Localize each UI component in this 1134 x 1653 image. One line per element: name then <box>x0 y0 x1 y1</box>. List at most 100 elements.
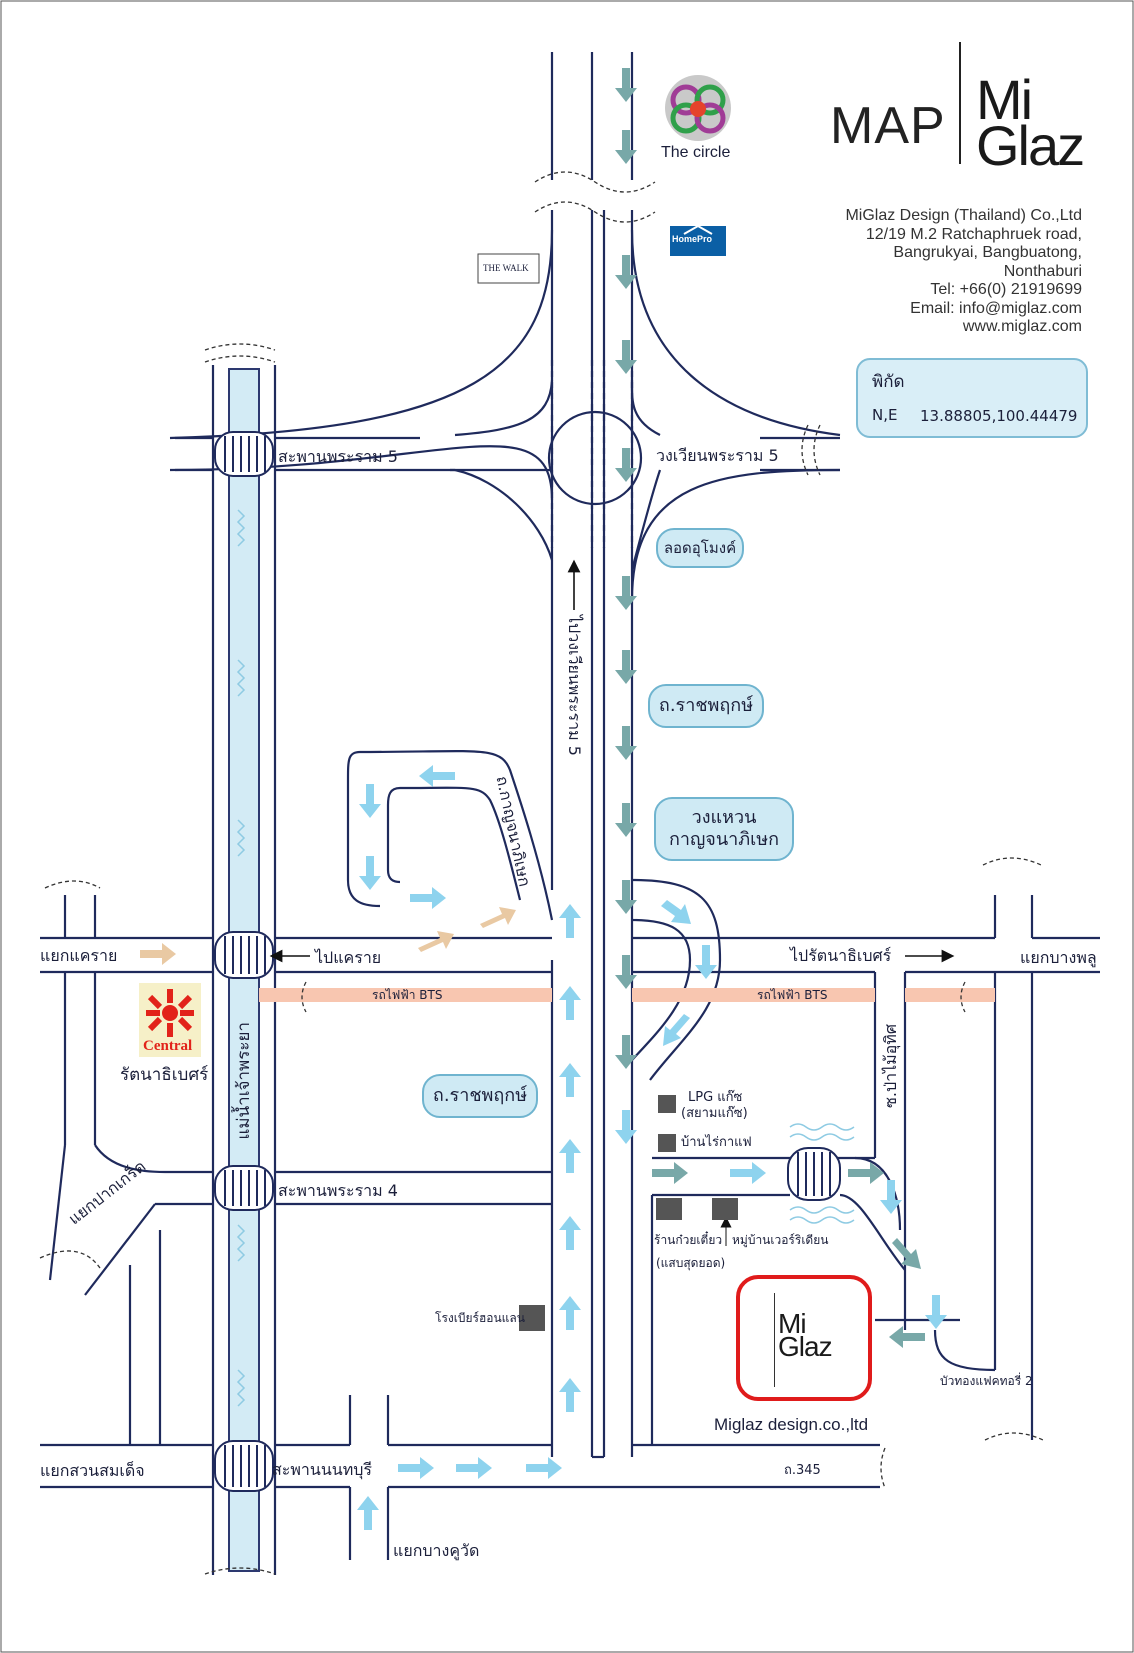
nonthaburi-bridge-icon <box>214 1440 274 1492</box>
company-email[interactable]: Email: info@miglaz.com <box>910 299 1082 317</box>
company-name: MiGlaz Design (Thailand) Co.,Ltd <box>845 207 1082 224</box>
central-label: Central <box>143 1038 193 1054</box>
teal-arrow <box>615 803 637 837</box>
teal-arrow <box>615 880 637 914</box>
noodle-sub-label: (แสบสุดยอด) <box>656 1256 726 1270</box>
blue-arrow <box>359 856 381 890</box>
central-logo: Central <box>139 983 201 1057</box>
miglaz-location-marker[interactable]: Mi Glaz <box>736 1275 872 1401</box>
bts-line-left <box>259 988 552 1002</box>
blue-arrow <box>880 1180 902 1214</box>
ratchaphruek-callout-bottom-text: ถ.ราชพฤกษ์ <box>432 1085 528 1106</box>
blue-arrow <box>398 1457 434 1479</box>
suan-somdet-junction-label: แยกสวนสมเด็จ <box>40 1461 145 1480</box>
ring-callout-line2: กาญจนาภิเษก <box>668 829 780 850</box>
coordinates-box: พิกัด N,E 13.88805,100.44479 <box>856 358 1088 438</box>
brewery-label: โรงเบียร์ฮอนแลน <box>435 1311 525 1325</box>
bang-phlu-junction-label: แยกบางพลู <box>1020 948 1097 967</box>
coffee-marker <box>658 1134 676 1152</box>
khae-rai-bridge-icon <box>214 931 274 979</box>
teal-arrow <box>615 448 637 482</box>
to-rattanathibet-label: ไปรัตนาธิเบศร์ <box>790 946 892 965</box>
chao-phraya-label: แม่น้ำเจ้าพระยา <box>234 1022 254 1140</box>
blue-arrow <box>456 1457 492 1479</box>
teal-arrow <box>615 576 637 610</box>
village-label: หมู่บ้านเวอร์ริเดียน <box>732 1233 829 1247</box>
brewery-marker <box>519 1305 545 1331</box>
the-circle-label: The circle <box>661 144 731 161</box>
coordinates-label: N,E <box>872 406 898 424</box>
coordinates-value[interactable]: 13.88805,100.44479 <box>920 407 1078 425</box>
bts-line-right <box>905 988 995 1002</box>
company-web[interactable]: www.miglaz.com <box>962 318 1082 335</box>
the-walk-logo <box>477 253 540 284</box>
blue-arrow <box>410 887 446 909</box>
ratchaphruek-callout-top-text: ถ.ราชพฤกษ์ <box>658 695 754 716</box>
bts-line-mid <box>632 988 875 1002</box>
homepro-label: HomePro <box>672 234 713 244</box>
lpg-marker <box>658 1095 676 1113</box>
tan-arrow <box>418 931 454 952</box>
soi-pa-mai-label: ซ.ป่าไม้อุทิศ <box>881 1024 900 1108</box>
bts-label-right: รถไฟฟ้า BTS <box>757 988 828 1002</box>
blue-arrow <box>559 1216 581 1250</box>
header-logo-line1: Mi <box>976 68 1033 131</box>
rama4-bridge-label: สะพานพระราม 4 <box>278 1181 398 1200</box>
teal-arrow <box>615 130 637 164</box>
ratchaphruek-callout-bottom: ถ.ราชพฤกษ์ <box>422 1074 538 1118</box>
river-waves <box>236 509 855 1407</box>
company-info: MiGlaz Design (Thailand) Co.,Ltd 12/19 M… <box>845 207 1082 337</box>
blue-arrow <box>695 945 717 979</box>
tan-arrow <box>480 907 516 928</box>
company-tel: Tel: +66(0) 21919699 <box>930 281 1082 298</box>
blue-arrow <box>559 1296 581 1330</box>
company-address1: 12/19 M.2 Ratchaphruek road, <box>865 225 1082 243</box>
blue-arrow <box>559 986 581 1020</box>
blue-arrow <box>925 1295 947 1329</box>
ratchaphruek-callout-top: ถ.ราชพฤกษ์ <box>648 684 764 728</box>
to-khae-rai-label: ไปแคราย <box>315 948 382 967</box>
teal-arrow <box>615 255 637 289</box>
teal-arrow <box>615 1035 637 1069</box>
lpg-sub-label: (สยามแก๊ซ) <box>681 1106 748 1121</box>
company-address3: Nonthaburi <box>1003 262 1082 280</box>
coordinates-title: พิกัด <box>872 372 905 392</box>
blue-arrow <box>559 904 581 938</box>
factory-label: บัวทองแฟคทอรี่ 2 <box>940 1374 1033 1388</box>
miglaz-marker-logo: Mi Glaz <box>778 1308 833 1362</box>
rama5-bridge-icon <box>214 431 274 477</box>
nonthaburi-bridge-label: สะพานนนทบุรี <box>272 1460 372 1479</box>
miglaz-caption: Miglaz design.co.,ltd <box>714 1415 869 1434</box>
rama5-circle-label: วงเวียนพระราม 5 <box>656 446 779 465</box>
map-title: MAP <box>830 97 946 155</box>
tunnel-callout: ลอดอุโมงค์ <box>656 528 744 568</box>
company-address2: Bangrukyai, Bangbuatong, <box>893 244 1082 261</box>
teal-arrow <box>615 650 637 684</box>
central-sun-icon <box>146 989 194 1037</box>
tan-arrow <box>140 943 176 965</box>
bang-khu-wat-junction-label: แยกบางคูวัด <box>393 1541 480 1560</box>
noodle-marker <box>656 1198 682 1220</box>
blue-arrow <box>663 1014 690 1046</box>
marker-logo-line2: Glaz <box>778 1330 833 1362</box>
blue-arrow <box>526 1457 562 1479</box>
bridges <box>214 431 841 1492</box>
lpg-label: LPG แก๊ซ <box>688 1090 743 1105</box>
blue-arrow <box>559 1139 581 1173</box>
village-marker <box>712 1198 738 1220</box>
blue-arrows <box>357 765 947 1530</box>
teal-arrow <box>652 1162 688 1184</box>
khae-rai-junction-label: แยกแคราย <box>40 946 118 965</box>
ring-callout-line1: วงแหวน <box>691 807 757 828</box>
blue-arrow <box>419 765 455 787</box>
marker-logo-line1: Mi <box>778 1308 807 1339</box>
blue-arrow <box>661 900 691 924</box>
header-logo-line2: Glaz <box>976 113 1085 177</box>
blue-arrow <box>357 1496 379 1530</box>
tan-arrows <box>140 907 516 965</box>
road-network <box>40 52 1100 1575</box>
miglaz-marker-divider <box>774 1293 775 1387</box>
blue-arrow <box>730 1162 766 1184</box>
